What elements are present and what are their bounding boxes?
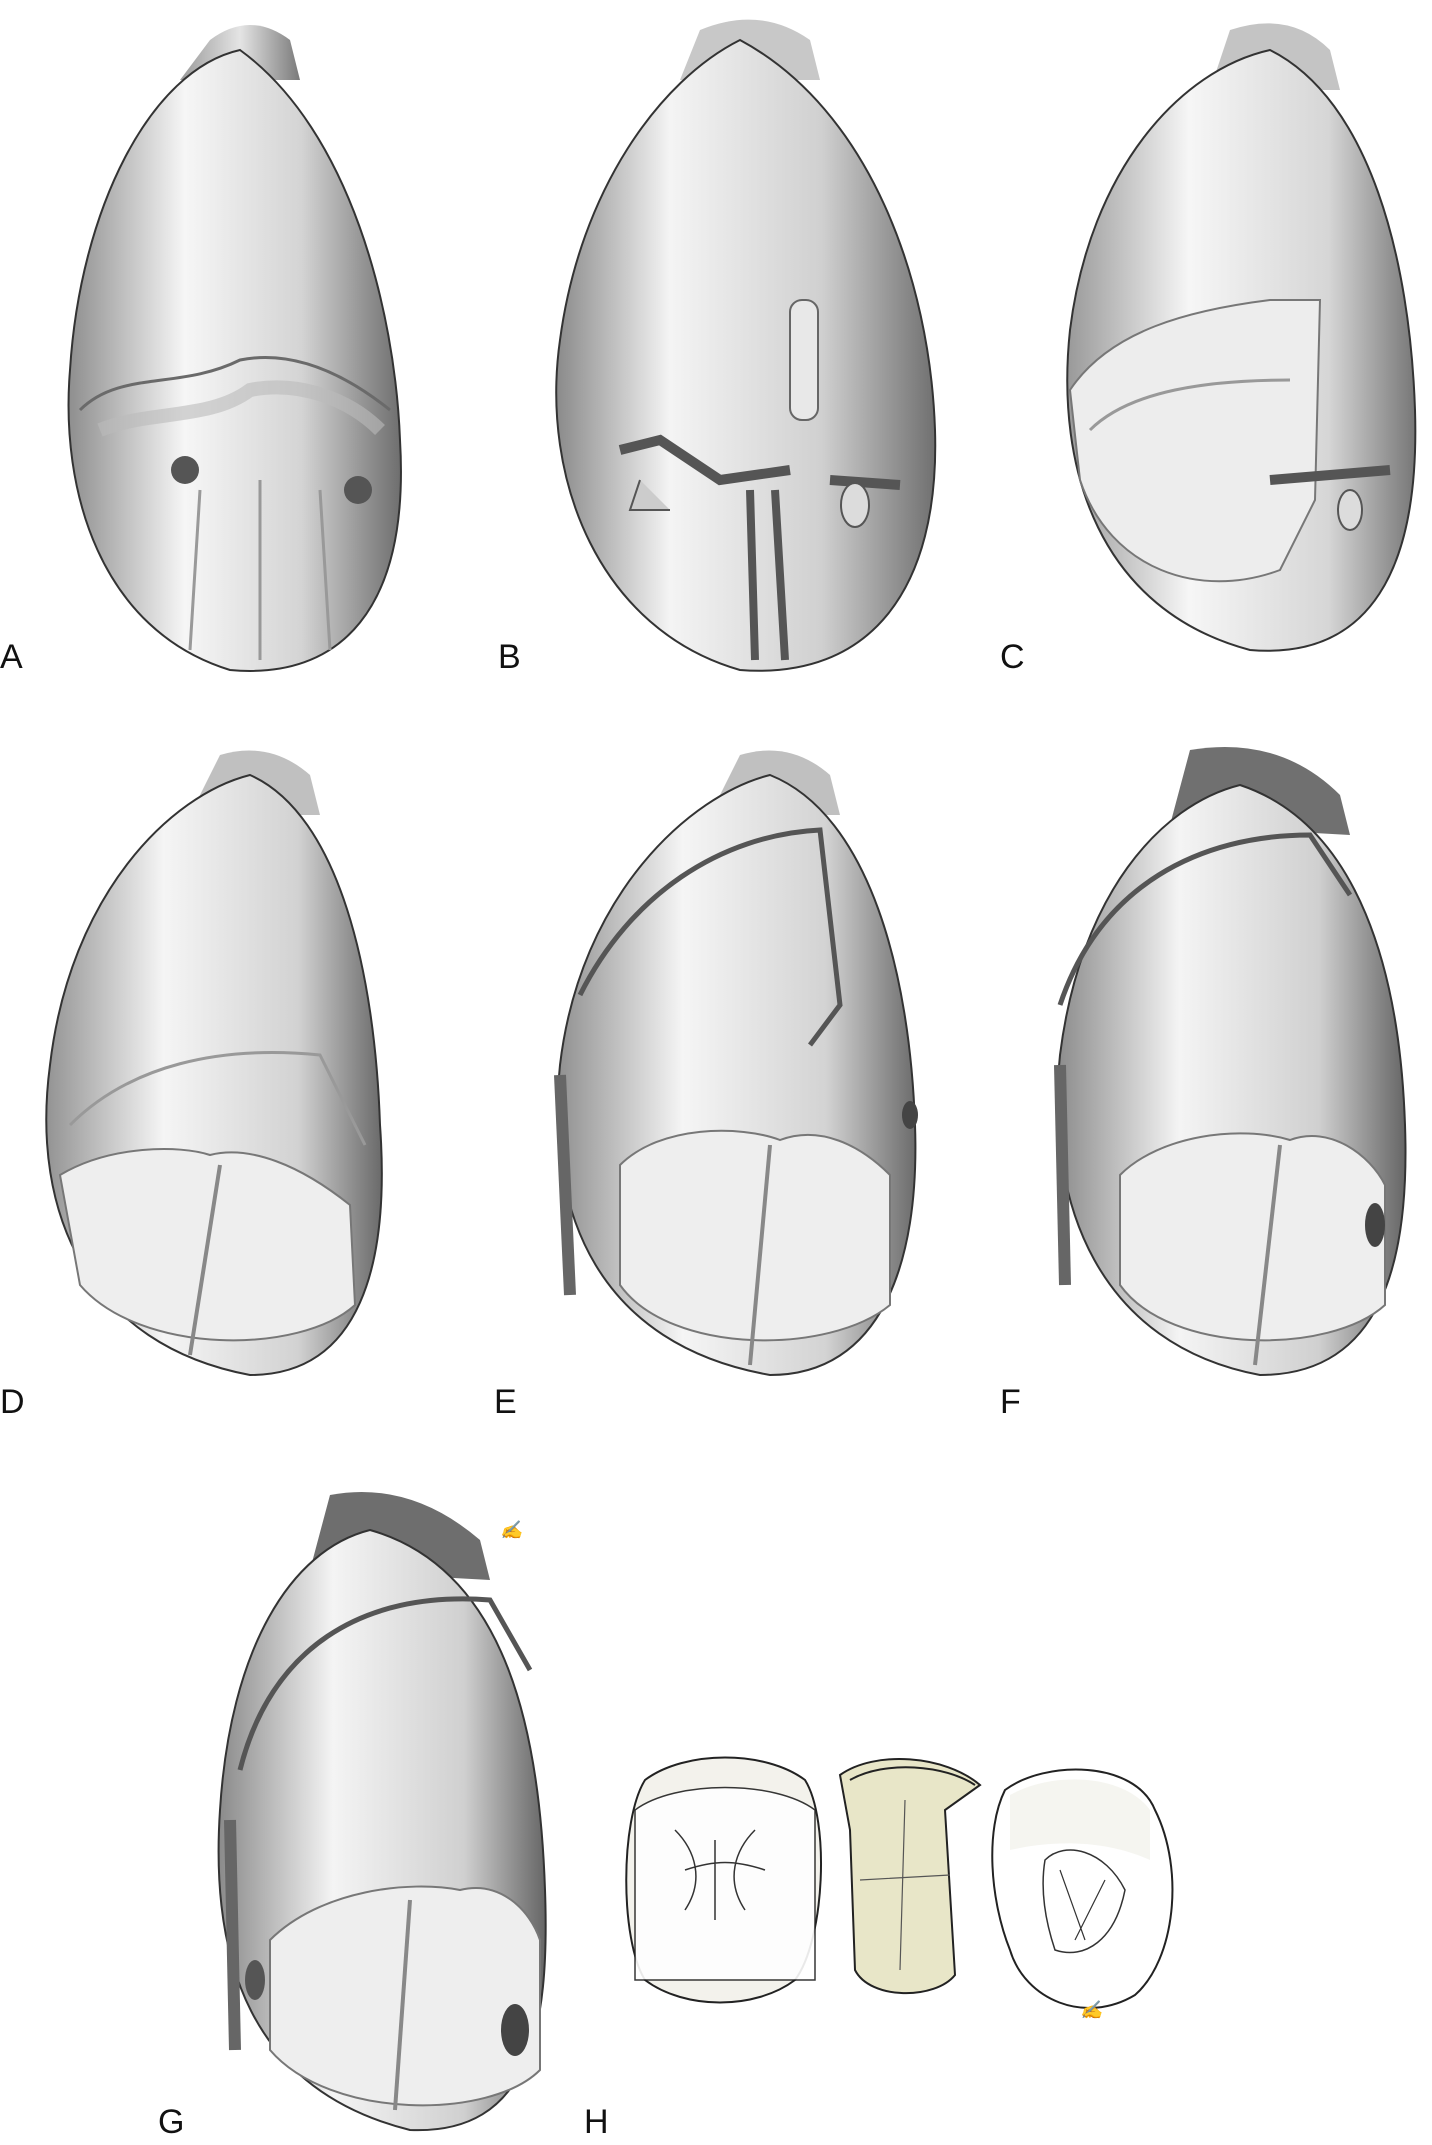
panel-label-g: G [158,2103,185,2141]
panel-a [60,10,420,680]
panel-g [210,1490,570,2140]
panel-e [540,745,930,1385]
panel-d [20,745,410,1385]
panel-label-b: B [498,638,521,676]
panel-h [615,1740,1315,2030]
prepared-view-middle [838,1758,982,1995]
tooth-illustration-e [554,750,918,1377]
panel-b [540,10,960,680]
panel-label-h: H [584,2103,609,2141]
tooth-illustration-a [67,25,402,672]
tooth-illustration-b [555,19,937,672]
tooth-illustration-g [217,1492,547,2132]
panel-label-e: E [494,1383,517,1421]
panel-label-a: A [0,638,23,676]
panel-c [1050,10,1430,680]
panel-f [1040,745,1430,1385]
panel-label-c: C [1000,638,1025,676]
tooth-illustration-f [1054,747,1407,1377]
lingual-view-right [991,1768,1174,2009]
tooth-illustration-d [45,750,383,1377]
panel-label-d: D [0,1383,25,1421]
panel-label-f: F [1000,1383,1021,1421]
occlusal-view-left [625,1756,822,2004]
tooth-illustration-c [1066,23,1417,652]
artist-signature-g: ✍ [500,1520,523,1541]
tooth-illustration-h [625,1756,1174,2009]
artist-signature-h: ✍ [1080,2000,1103,2021]
